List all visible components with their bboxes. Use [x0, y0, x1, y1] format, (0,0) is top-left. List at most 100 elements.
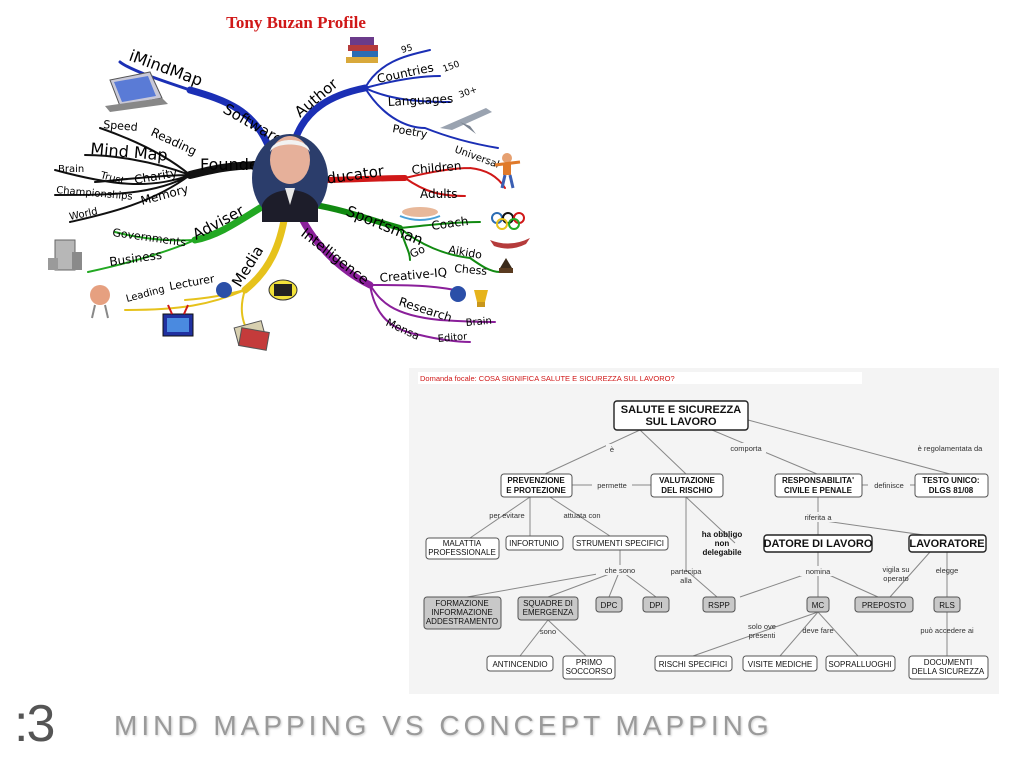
svg-text:DLGS 81/08: DLGS 81/08 [929, 486, 974, 495]
concept-node-strumenti: STRUMENTI SPECIFICI [572, 535, 669, 551]
sub-chess: Chess [454, 262, 488, 278]
svg-text:può accedere ai: può accedere ai [920, 626, 974, 635]
globe-icon [216, 282, 466, 302]
svg-text:DATORE DI LAVORO: DATORE DI LAVORO [764, 538, 873, 550]
television-icon [162, 304, 194, 337]
svg-text:DEL RISCHIO: DEL RISCHIO [661, 486, 712, 495]
sub-creative-iq: Creative-IQ [379, 265, 448, 285]
svg-text:comporta: comporta [730, 444, 762, 453]
svg-text:permette: permette [597, 481, 627, 490]
sub-poetry: Poetry [391, 122, 428, 141]
svg-text:RISCHI SPECIFICI: RISCHI SPECIFICI [659, 660, 727, 669]
sub-adults: Adults [420, 187, 458, 201]
svg-text:PROFESSIONALE: PROFESSIONALE [428, 548, 496, 557]
brain-character-icon [90, 285, 110, 319]
chess-piece-icon [499, 258, 513, 273]
laptop-icon [105, 71, 168, 112]
concept-node-documenti: DOCUMENTI DELLA SICUREZZA [908, 655, 989, 680]
sub-95: 95 [400, 43, 414, 56]
olympic-rings-icon [491, 212, 525, 230]
concept-node-prevenzione: PREVENZIONE E PROTEZIONE [500, 473, 573, 498]
svg-text:RSPP: RSPP [708, 601, 730, 610]
svg-text:EMERGENZA: EMERGENZA [523, 608, 574, 617]
svg-text:LAVORATORE: LAVORATORE [909, 538, 984, 550]
sub-editor: Editor [437, 331, 468, 345]
svg-text:SUL LAVORO: SUL LAVORO [645, 416, 717, 428]
svg-text:operato: operato [883, 574, 908, 583]
books-icon [346, 37, 378, 63]
concept-node-primo-soccorso: PRIMO SOCCORSO [562, 655, 616, 680]
concept-node-squadre: SQUADRE DI EMERGENZA [517, 596, 579, 621]
sub-languages: Languages [387, 92, 453, 109]
svg-text:ADDESTRAMENTO: ADDESTRAMENTO [426, 617, 498, 626]
svg-text:PRIMO: PRIMO [576, 658, 602, 667]
svg-text:per evitare: per evitare [489, 511, 524, 520]
link-labels: è comporta è regolamentata da permette d… [489, 443, 990, 640]
svg-text:PREVENZIONE: PREVENZIONE [507, 476, 565, 485]
concept-node-datore: DATORE DI LAVORO [763, 534, 873, 553]
svg-text:INFORMAZIONE: INFORMAZIONE [431, 608, 492, 617]
svg-text:TESTO UNICO:: TESTO UNICO: [922, 476, 979, 485]
building-icon [48, 239, 82, 271]
svg-text:DELLA SICUREZZA: DELLA SICUREZZA [912, 667, 985, 676]
concept-node-formazione: FORMAZIONE INFORMAZIONE ADDESTRAMENTO [423, 596, 502, 630]
concept-node-rischi: RISCHI SPECIFICI [654, 655, 733, 672]
sub-brain-2: Brain [465, 316, 492, 329]
svg-text:ha obbligo: ha obbligo [702, 530, 743, 539]
svg-text:che sono: che sono [605, 566, 635, 575]
svg-text:DPI: DPI [649, 601, 662, 610]
concept-node-obbligo: ha obbligo non delegabile [702, 530, 743, 557]
svg-text:PREPOSTO: PREPOSTO [862, 601, 906, 610]
svg-text:RESPONSABILITA': RESPONSABILITA' [782, 476, 854, 485]
swimmer-icon [399, 207, 441, 221]
svg-text:non: non [715, 539, 730, 548]
concept-node-mc: MC [806, 596, 830, 613]
concept-node-visite: VISITE MEDICHE [742, 655, 818, 672]
svg-text:E PROTEZIONE: E PROTEZIONE [506, 486, 566, 495]
svg-text:DOCUMENTI: DOCUMENTI [924, 658, 972, 667]
slide-number: :3 [14, 695, 55, 753]
mind-map: Tony Buzan Profile Software Author Found… [48, 13, 530, 351]
svg-text:riferita a: riferita a [804, 513, 832, 522]
sub-speed: Speed [103, 118, 138, 134]
concept-node-rspp: RSPP [702, 596, 736, 613]
svg-text:DPC: DPC [601, 601, 618, 610]
svg-text:VISITE MEDICHE: VISITE MEDICHE [748, 660, 812, 669]
svg-text:CIVILE E PENALE: CIVILE E PENALE [784, 486, 853, 495]
slide-title: MIND MAPPING VS CONCEPT MAPPING [114, 710, 773, 741]
concept-node-responsabilita: RESPONSABILITA' CIVILE E PENALE [774, 473, 863, 498]
concept-node-dpc: DPC [595, 596, 623, 613]
concept-node-sopralluoghi: SOPRALLUOGHI [825, 655, 896, 672]
concept-node-root: SALUTE E SICUREZZA SUL LAVORO [613, 400, 749, 431]
jet-icon [440, 108, 492, 134]
svg-text:FORMAZIONE: FORMAZIONE [435, 599, 488, 608]
svg-text:definisce: definisce [874, 481, 904, 490]
concept-node-valutazione: VALUTAZIONE DEL RISCHIO [650, 473, 724, 498]
connector-lines [466, 419, 951, 657]
concept-node-testo-unico: TESTO UNICO: DLGS 81/08 [914, 473, 989, 498]
svg-text:deve fare: deve fare [802, 626, 833, 635]
concept-node-malattia: MALATTIA PROFESSIONALE [425, 537, 500, 560]
svg-text:attuata con: attuata con [563, 511, 600, 520]
concept-node-preposto: PREPOSTO [854, 596, 914, 613]
svg-text:RLS: RLS [939, 601, 955, 610]
svg-text:MALATTIA: MALATTIA [443, 539, 482, 548]
branch-lines [54, 49, 506, 343]
svg-text:presenti: presenti [749, 631, 776, 640]
svg-text:delegabile: delegabile [702, 548, 742, 557]
sub-brain: Brain [58, 164, 84, 175]
svg-text:SQUADRE DI: SQUADRE DI [523, 599, 573, 608]
concept-node-antincendio: ANTINCENDIO [486, 655, 554, 672]
concept-node-infortunio: INFORTUNIO [505, 535, 564, 551]
svg-text:STRUMENTI SPECIFICI: STRUMENTI SPECIFICI [576, 539, 664, 548]
svg-text:è: è [610, 445, 614, 454]
sub-go: Go [408, 242, 428, 260]
svg-text:partecipa: partecipa [671, 567, 703, 576]
portrait-image [252, 134, 328, 222]
svg-text:SOPRALLUOGHI: SOPRALLUOGHI [828, 660, 891, 669]
svg-text:SOCCORSO: SOCCORSO [566, 667, 613, 676]
svg-text:MC: MC [812, 601, 825, 610]
newspapers-icon [233, 320, 270, 351]
svg-text:VALUTAZIONE: VALUTAZIONE [659, 476, 715, 485]
